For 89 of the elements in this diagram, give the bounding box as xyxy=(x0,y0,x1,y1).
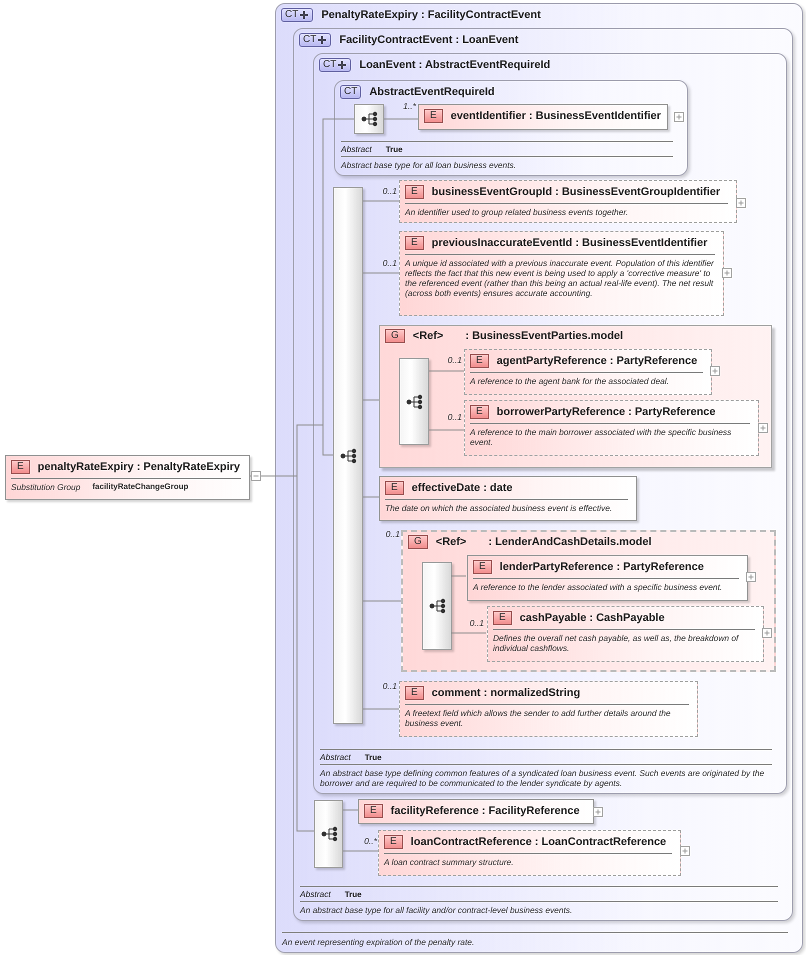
description: An abstract base type defining common features of a syndicated loan business event. Such events are originated by the borrower and are required to be communicated to the lender syndicate by agents. xyxy=(320,768,766,788)
multiplicity-label: 0..1 xyxy=(386,529,400,539)
element-name: comment : normalizedString xyxy=(432,687,580,699)
complex-type-box xyxy=(313,53,787,794)
complex-type-box xyxy=(334,80,688,176)
type-name: AbstractEventRequireId xyxy=(369,86,495,98)
multiplicity-label: 0..* xyxy=(364,836,377,846)
sequence-compositor xyxy=(333,187,363,724)
element-badge: E xyxy=(405,686,424,700)
element-badge: E xyxy=(493,611,512,625)
type-badge: CT xyxy=(281,8,314,22)
ref-label: <Ref> xyxy=(436,536,466,548)
description: Abstract base type for all loan business events. xyxy=(341,160,518,170)
description: A reference to the agent bank for the associated deal. xyxy=(470,376,670,386)
element-badge: E xyxy=(470,354,489,368)
description: A freetext field which allows the sender to add further details around the business event. xyxy=(405,708,672,728)
element-name: businessEventGroupId : BusinessEventGroupIdentifier xyxy=(432,186,720,198)
sequence-compositor xyxy=(354,104,384,134)
property-value: facilityRateChangeGroup xyxy=(92,482,188,492)
element-badge: E xyxy=(405,236,424,250)
description: A reference to the main borrower associated with the specific business event. xyxy=(470,427,732,447)
element-badge: E xyxy=(364,804,383,818)
element-badge: E xyxy=(385,481,404,495)
multiplicity-label: 0..1 xyxy=(382,681,397,691)
connector-line xyxy=(342,850,378,852)
sequence-compositor xyxy=(399,358,429,445)
property-name: Abstract xyxy=(320,752,351,762)
description: A reference to the lender associated with a specific business event. xyxy=(473,582,724,592)
connector-line xyxy=(362,496,380,498)
element-name: lenderPartyReference : PartyReference xyxy=(500,561,704,573)
sequence-compositor xyxy=(422,562,452,650)
multiplicity-label: 0..1 xyxy=(448,412,462,422)
ref-label: <Ref> xyxy=(412,330,444,342)
multiplicity-label: 0..1 xyxy=(448,355,462,365)
element-badge: E xyxy=(470,405,489,419)
property-name: Abstract xyxy=(300,889,331,899)
type-name: LoanEvent : AbstractEventRequireId xyxy=(359,59,550,71)
description: A unique id associated with a previous inaccurate event. Population of this identifier reflects the fact that this new event is being used to apply a 'corrective measure' to the referenced event (rather than this being an actual real-life event). The net result (across both events) ensures accurate accounting. xyxy=(405,258,715,298)
description: Defines the overall net cash payable, as well as, the breakdown of individual cashflows. xyxy=(493,633,740,653)
property-name: Substitution Group xyxy=(11,482,80,492)
sequence-compositor xyxy=(314,800,343,868)
connector-line xyxy=(428,370,464,372)
element-badge: E xyxy=(424,109,443,123)
element-name: borrowerPartyReference : PartyReference xyxy=(496,406,716,418)
connector-line xyxy=(362,272,400,274)
element-name: loanContractReference : LoanContractReference xyxy=(410,836,666,848)
description: An abstract base type for all facility and/or contract-level business events. xyxy=(300,905,574,915)
element-badge: E xyxy=(473,560,492,574)
multiplicity-label: 0..1 xyxy=(470,618,484,628)
description: A loan contract summary structure. xyxy=(384,857,515,867)
group-name: : LenderAndCashDetails.model xyxy=(488,536,652,548)
element-box xyxy=(379,476,637,521)
group-box xyxy=(379,325,772,468)
multiplicity-label: 0..1 xyxy=(382,258,397,268)
connector-line xyxy=(384,118,418,120)
multiplicity-label: 1..* xyxy=(403,101,416,111)
description: An identifier used to group related business events together. xyxy=(405,207,630,217)
type-badge: CT xyxy=(319,58,352,72)
connector-line xyxy=(362,200,400,202)
property-value: True xyxy=(364,753,382,762)
multiplicity-label: 0..1 xyxy=(382,186,397,196)
element-box xyxy=(358,799,594,824)
element-name: facilityReference : FacilityReference xyxy=(390,805,580,817)
connector-line xyxy=(362,600,402,602)
group-badge: G xyxy=(408,535,428,549)
element-name: previousInaccurateEventId : BusinessEventIdentifier xyxy=(432,237,708,249)
element-name: eventIdentifier : BusinessEventIdentifier xyxy=(450,110,661,122)
property-value: True xyxy=(386,145,403,154)
connector-line xyxy=(450,632,486,634)
description: An event representing expiration of the penalty rate. xyxy=(282,937,476,947)
type-name: PenaltyRateExpiry : FacilityContractEvent xyxy=(321,9,541,21)
type-name: FacilityContractEvent : LoanEvent xyxy=(339,34,518,46)
element-name: cashPayable : CashPayable xyxy=(520,612,665,624)
description: The date on which the associated business event is effective. xyxy=(385,503,614,513)
element-badge: E xyxy=(405,185,424,199)
group-badge: G xyxy=(385,329,405,343)
group-name: : BusinessEventParties.model xyxy=(465,330,624,342)
element-name: effectiveDate : date xyxy=(412,482,513,494)
type-badge: CT xyxy=(299,33,332,47)
property-name: Abstract xyxy=(341,144,372,154)
element-name: agentPartyReference : PartyReference xyxy=(496,355,698,367)
type-badge: CT xyxy=(340,85,362,99)
connector-line xyxy=(362,708,400,710)
element-name: penaltyRateExpiry : PenaltyRateExpiry xyxy=(38,461,240,473)
element-box xyxy=(467,555,748,601)
property-value: True xyxy=(344,890,362,899)
element-badge: E xyxy=(384,835,403,849)
element-badge: E xyxy=(11,460,30,474)
element-box xyxy=(5,455,250,500)
